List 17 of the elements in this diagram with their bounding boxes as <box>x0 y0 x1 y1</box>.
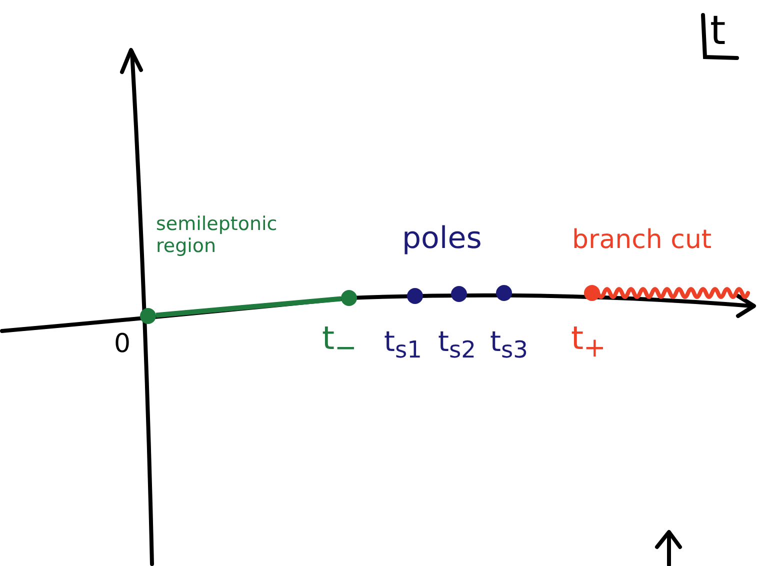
connector-line <box>156 296 342 318</box>
pole-label: t$_{s1}$ <box>384 326 422 364</box>
point-marker <box>451 286 467 302</box>
pole-label: t$_{s3}$ <box>490 326 528 364</box>
point-marker <box>407 288 423 304</box>
point-marker <box>584 285 600 301</box>
origin-label: 0 <box>114 330 131 360</box>
branch-cut-label: branch cut <box>572 226 712 256</box>
threshold-label: t$_{+}$ <box>571 320 606 364</box>
threshold-label: t$_{−}$ <box>322 320 357 364</box>
region-label: semileptonic region <box>156 214 278 258</box>
point-marker <box>341 290 357 306</box>
point-marker <box>496 285 512 301</box>
point-marker <box>140 308 156 324</box>
pole-label: t$_{s2}$ <box>438 326 476 364</box>
plane-label: t <box>710 8 726 54</box>
poles-label: poles <box>402 222 482 256</box>
